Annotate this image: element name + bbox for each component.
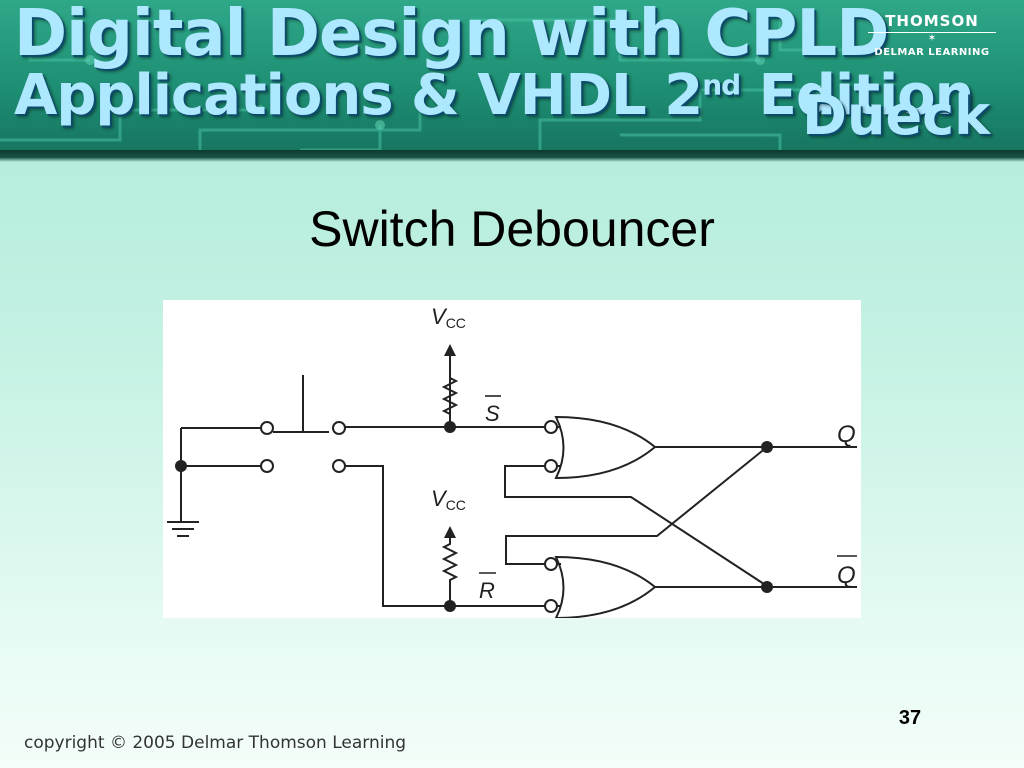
gate-input-circle-4	[544, 599, 558, 613]
vcc-top-label: VCC	[431, 304, 466, 331]
or-gate-top	[554, 415, 657, 480]
switch-debouncer-diagram: VCC VCC S R Q Q	[163, 300, 861, 618]
or-gate-bottom	[554, 555, 657, 618]
publisher-imprint: DELMAR LEARNING	[874, 47, 990, 58]
switch-contact-4	[332, 459, 346, 473]
resistor-top	[441, 377, 459, 418]
publisher-star-icon: ✶	[868, 32, 996, 45]
header-banner: Digital Design with CPLD Applications & …	[0, 0, 1024, 158]
book-title-line1: Digital Design with CPLD	[14, 0, 889, 71]
gate-input-circle-2	[544, 459, 558, 473]
q-label: Q	[837, 421, 856, 448]
publisher-name: THOMSON	[885, 12, 979, 30]
vcc-top-arrow-icon	[444, 344, 456, 356]
junction-ground	[175, 460, 187, 472]
circuit-trace-pattern	[0, 10, 860, 158]
vcc-bottom-arrow-icon	[444, 526, 456, 538]
junction-r	[444, 600, 456, 612]
gate-input-circle-3	[544, 557, 558, 571]
r-bar-label: R	[479, 578, 495, 603]
wire-r-line	[345, 465, 544, 607]
junction-qbar	[761, 581, 773, 593]
ground-symbol	[167, 521, 199, 537]
publisher-logo: THOMSON ✶ DELMAR LEARNING	[862, 12, 1002, 58]
switch-contact-2	[332, 421, 346, 435]
junction-s	[444, 421, 456, 433]
resistor-bottom	[441, 538, 459, 595]
feedback-bottom	[505, 446, 768, 565]
book-title-line2-main: Applications & VHDL 2	[14, 63, 703, 128]
book-title-line2: Applications & VHDL 2nd Edition	[14, 68, 975, 124]
banner-divider	[0, 150, 1024, 162]
feedback-top	[504, 465, 768, 587]
s-bar-label: S	[485, 401, 500, 426]
junction-q	[761, 441, 773, 453]
q-bar-label: Q	[837, 562, 856, 589]
switch-lever	[273, 375, 329, 433]
switch-contact-3	[260, 459, 274, 473]
book-title-superscript: nd	[702, 68, 741, 102]
book-title-line2-end: Edition	[740, 63, 975, 128]
circuit-schematic: VCC VCC S R Q Q	[167, 304, 857, 618]
gate-input-circle-1	[544, 420, 558, 434]
author-name: Dueck	[802, 84, 990, 147]
book-title: Digital Design with CPLD Applications & …	[14, 0, 975, 124]
vcc-bottom-label: VCC	[431, 486, 466, 513]
switch-contact-1	[260, 421, 274, 435]
slide-number: 37	[898, 707, 922, 729]
slide-title: Switch Debouncer	[309, 201, 715, 257]
copyright-footer: copyright © 2005 Delmar Thomson Learning	[24, 733, 407, 753]
